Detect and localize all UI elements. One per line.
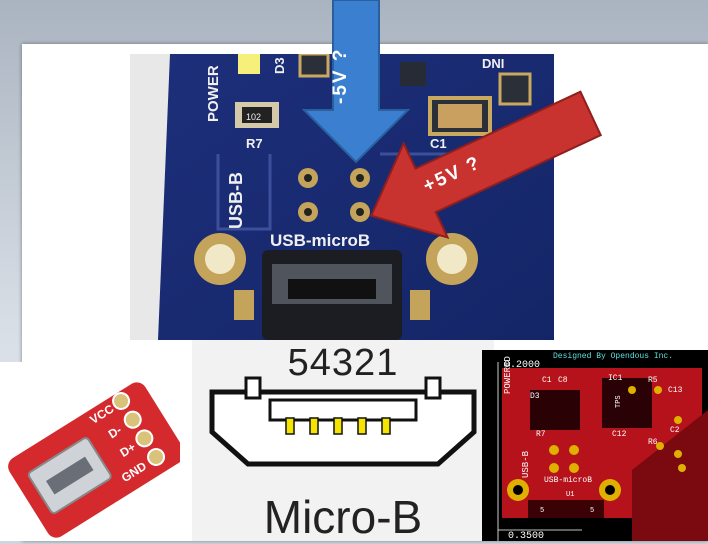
micro-b-pins (285, 417, 391, 435)
layout-label-c13: C13 (668, 386, 683, 395)
layout-label-5a: 5 (540, 507, 544, 515)
layout-dim-bottom: 0.3500 (508, 531, 545, 541)
layout-label-c8: C8 (558, 376, 568, 385)
layout-label-usbmicrob: USB-microB (544, 476, 592, 485)
pcb-layout-drawing: POWERED D3 C1 C8 IC1 R5 C13 TPS R7 C12 R… (482, 350, 708, 541)
layout-label-ic1: IC1 (608, 374, 623, 383)
micro-b-outline (209, 376, 477, 467)
pin-header-pads (298, 168, 370, 222)
label-power: POWER (205, 65, 222, 122)
layout-label-d3: D3 (530, 392, 540, 401)
layout-label-r7: R7 (536, 430, 546, 439)
pin-numbers: 54321 (287, 342, 399, 384)
breakout-board-drawing: VCC D- D+ GND (0, 362, 180, 541)
layout-label-powered: POWERED (503, 356, 513, 394)
layout-credit: Designed By Opendous Inc. (553, 352, 674, 361)
power-led (238, 54, 260, 74)
layout-label-r5: R5 (648, 376, 658, 385)
red-arrow (369, 90, 603, 240)
label-102: 102 (246, 112, 261, 122)
layout-label-c2: C2 (670, 426, 680, 435)
label-r7: R7 (246, 136, 263, 151)
layout-label-tps: TPS (615, 395, 623, 408)
layout-label-r6: R6 (648, 438, 658, 447)
breakout-pin-dminus: D- (106, 423, 124, 442)
blue-arrow (301, 0, 411, 164)
layout-label-u1: U1 (566, 491, 574, 499)
label-usb-microb: USB-microB (270, 231, 370, 250)
label-c1: C1 (430, 136, 447, 151)
layout-label-usbb: USB-B (521, 450, 531, 478)
pcb-layout-render: POWERED D3 C1 C8 IC1 R5 C13 TPS R7 C12 R… (482, 350, 708, 541)
layout-label-c1: C1 (542, 376, 552, 385)
breakout-board-photo: VCC D- D+ GND (0, 362, 180, 541)
layout-label-5b: 5 (590, 507, 594, 515)
connector-name: Micro-B (263, 491, 423, 543)
layout-label-c12: C12 (612, 430, 627, 439)
label-usb-b: USB-B (226, 172, 246, 229)
label-dni: DNI (482, 56, 504, 71)
layout-dim-top: 0.2000 (504, 360, 541, 371)
label-d3: D3 (272, 57, 287, 74)
micro-b-diagram: 54321 Micro-B (192, 340, 494, 543)
